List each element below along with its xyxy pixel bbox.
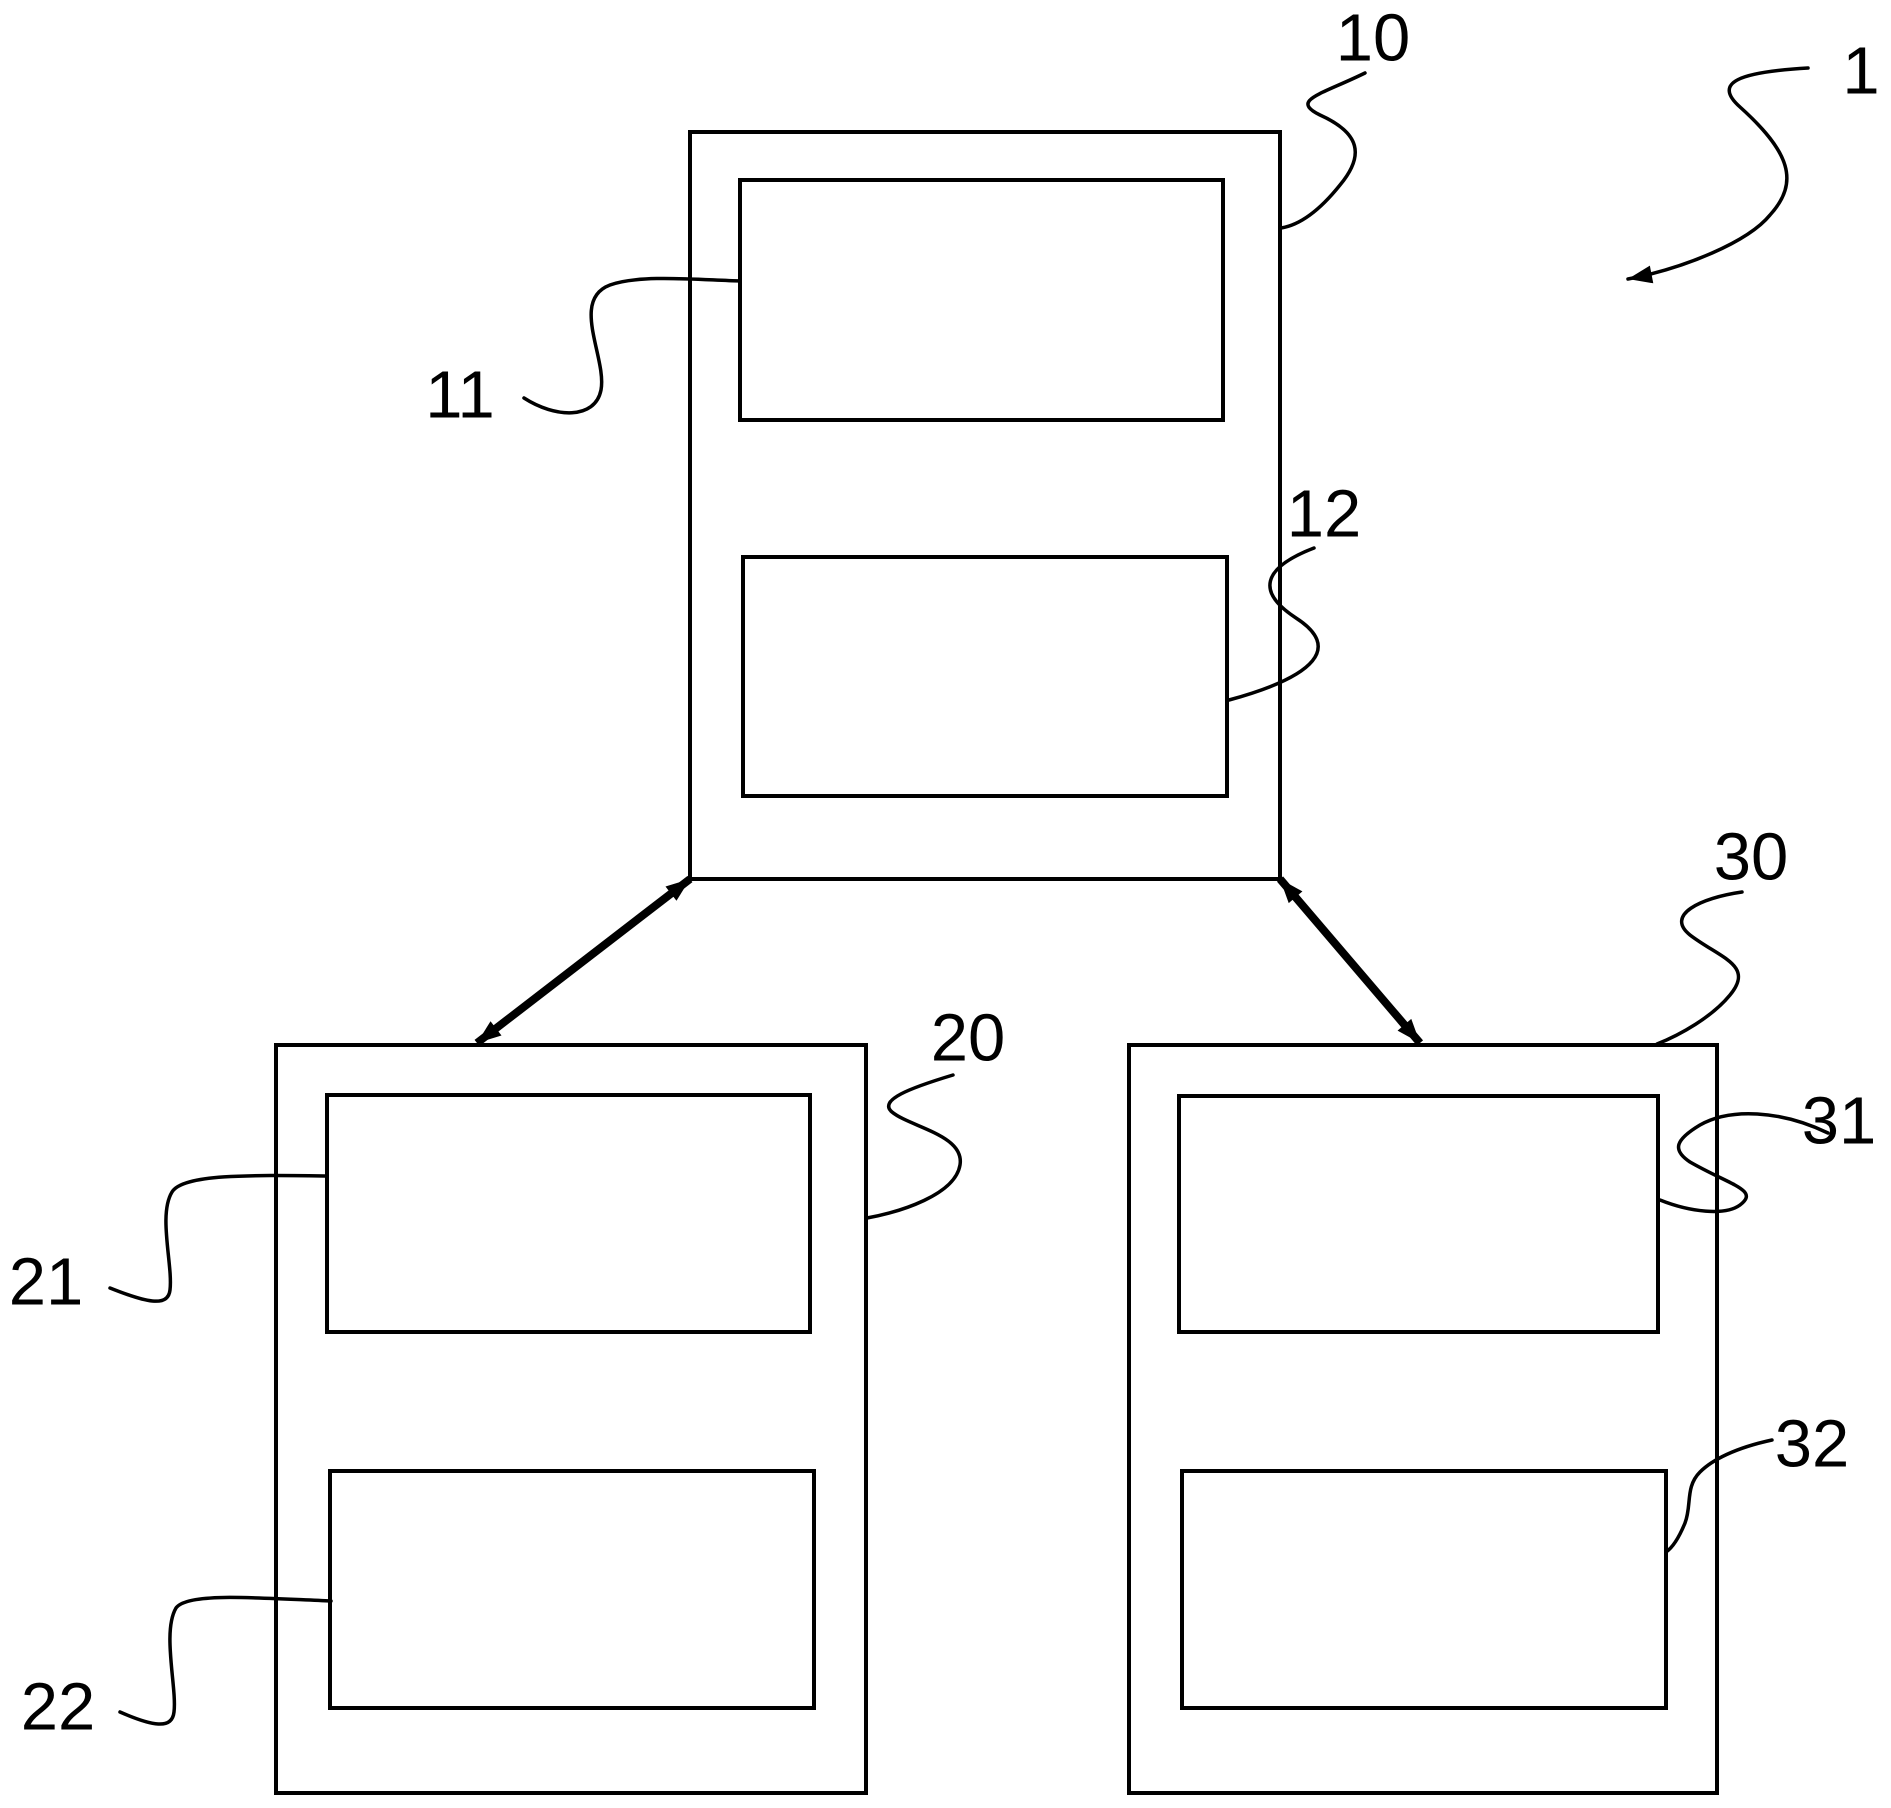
ref-label-12: 12 bbox=[1286, 476, 1362, 552]
leader-line-22 bbox=[118, 1595, 333, 1726]
leader-line-10 bbox=[1279, 71, 1367, 230]
ref-label-31: 31 bbox=[1801, 1083, 1877, 1159]
arrow-10-to-30 bbox=[1276, 876, 1424, 1046]
leader-line-31 bbox=[1658, 1112, 1830, 1214]
leader-line-20 bbox=[865, 1073, 962, 1220]
inner-box-12 bbox=[741, 555, 1229, 798]
leader-line-11 bbox=[522, 276, 742, 415]
inner-box-31 bbox=[1177, 1094, 1660, 1334]
ref-label-10: 10 bbox=[1335, 0, 1411, 76]
ref-label-21: 21 bbox=[8, 1244, 84, 1320]
inner-box-22 bbox=[328, 1469, 816, 1710]
ref-label-11: 11 bbox=[425, 357, 495, 433]
ref-label-30: 30 bbox=[1713, 819, 1789, 895]
inner-box-32 bbox=[1180, 1469, 1668, 1710]
ref-label-22: 22 bbox=[20, 1669, 96, 1745]
leader-line-32 bbox=[1664, 1438, 1774, 1554]
leader-line-21 bbox=[108, 1173, 328, 1303]
inner-box-21 bbox=[325, 1093, 812, 1334]
leader-line-12 bbox=[1227, 546, 1320, 702]
inner-box-11 bbox=[738, 178, 1225, 422]
ref-label-32: 32 bbox=[1774, 1406, 1850, 1482]
leader-arrow-1 bbox=[1626, 66, 1810, 284]
arrow-10-to-20 bbox=[474, 875, 693, 1047]
ref-label-20: 20 bbox=[930, 1000, 1006, 1076]
ref-label-1: 1 bbox=[1842, 33, 1880, 109]
leader-line-30 bbox=[1655, 890, 1744, 1046]
